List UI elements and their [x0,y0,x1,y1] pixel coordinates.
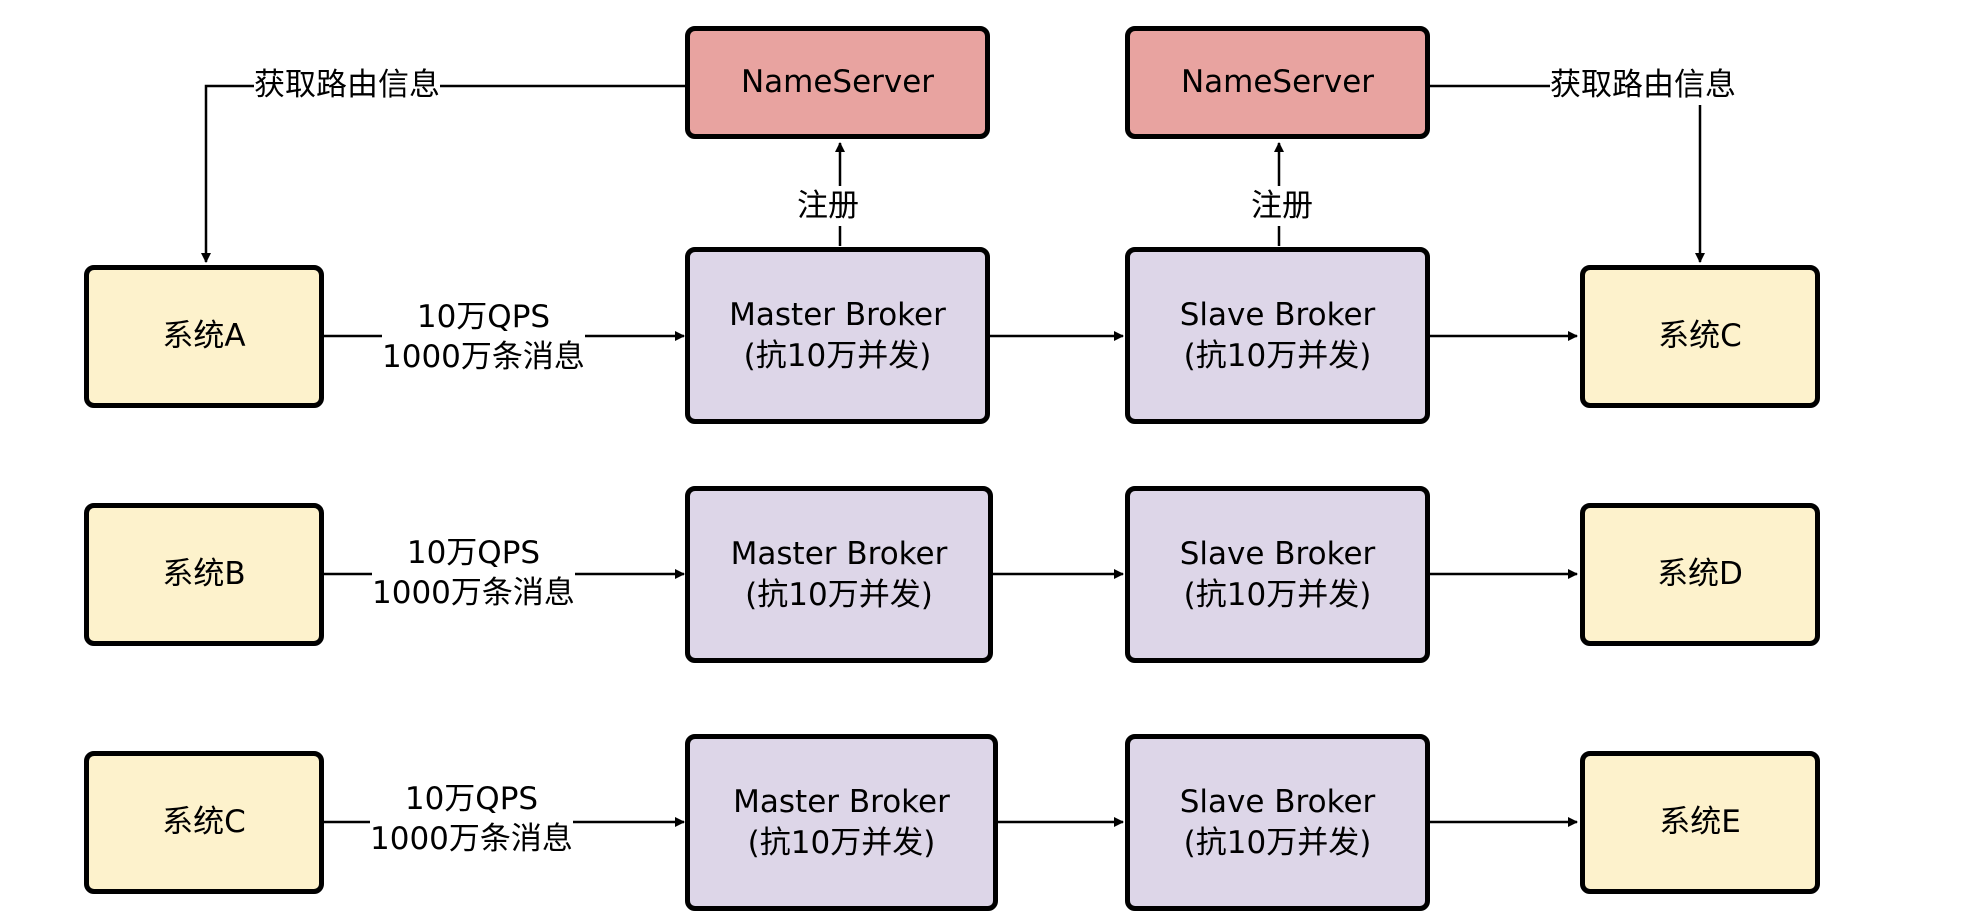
broker-name: Slave Broker [1179,297,1376,334]
broker-capacity: (抗10万并发) [745,576,933,613]
traffic-label: 10万QPS 1000万条消息 [382,297,585,378]
traffic-messages: 1000万条消息 [370,821,573,858]
system-label: 系统C [162,804,246,841]
traffic-qps: 10万QPS [406,535,541,571]
source-system-box[interactable]: 系统B [84,503,324,646]
broker-name: Slave Broker [1179,784,1376,821]
target-system-box[interactable]: 系统C [1580,265,1820,408]
slave-broker-box[interactable]: Slave Broker (抗10万并发) [1125,486,1430,663]
nameserver-box-right[interactable]: NameServer [1125,26,1430,139]
slave-broker-box[interactable]: Slave Broker (抗10万并发) [1125,734,1430,911]
system-label: 系统E [1659,804,1741,841]
slave-broker-box[interactable]: Slave Broker (抗10万并发) [1125,247,1430,424]
traffic-qps: 10万QPS [404,781,539,817]
target-system-box[interactable]: 系统D [1580,503,1820,646]
broker-capacity: (抗10万并发) [1183,576,1372,613]
target-system-box[interactable]: 系统E [1580,751,1820,894]
system-label: 系统B [162,556,246,593]
master-broker-box[interactable]: Master Broker (抗10万并发) [685,247,990,424]
traffic-messages: 1000万条消息 [382,339,585,376]
route-label-left: 获取路由信息 [254,65,440,106]
route-label-right: 获取路由信息 [1550,65,1736,106]
broker-capacity: (抗10万并发) [1183,337,1372,374]
broker-capacity: (抗10万并发) [1183,824,1372,861]
nameserver-box-left[interactable]: NameServer [685,26,990,139]
broker-name: Slave Broker [1179,536,1376,573]
broker-name: Master Broker [730,536,948,573]
master-broker-box[interactable]: Master Broker (抗10万并发) [685,734,998,911]
broker-capacity: (抗10万并发) [743,337,932,374]
broker-name: Master Broker [733,784,950,821]
route-arrow-left [201,84,685,263]
nameserver-label: NameServer [740,64,935,101]
broker-name: Master Broker [729,297,946,334]
route-arrow-right [1425,84,1705,263]
traffic-qps: 10万QPS [416,299,551,335]
register-label-slave: 注册 [1251,186,1313,227]
system-label: 系统D [1657,556,1743,593]
broker-capacity: (抗10万并发) [747,824,936,861]
traffic-label: 10万QPS 1000万条消息 [370,779,573,860]
nameserver-label: NameServer [1180,64,1375,101]
system-label: 系统C [1658,318,1742,355]
traffic-messages: 1000万条消息 [372,575,575,612]
source-system-box[interactable]: 系统C [84,751,324,894]
system-label: 系统A [162,318,246,355]
traffic-label: 10万QPS 1000万条消息 [372,533,575,614]
source-system-box[interactable]: 系统A [84,265,324,408]
master-broker-box[interactable]: Master Broker (抗10万并发) [685,486,993,663]
register-label-master: 注册 [797,186,859,227]
